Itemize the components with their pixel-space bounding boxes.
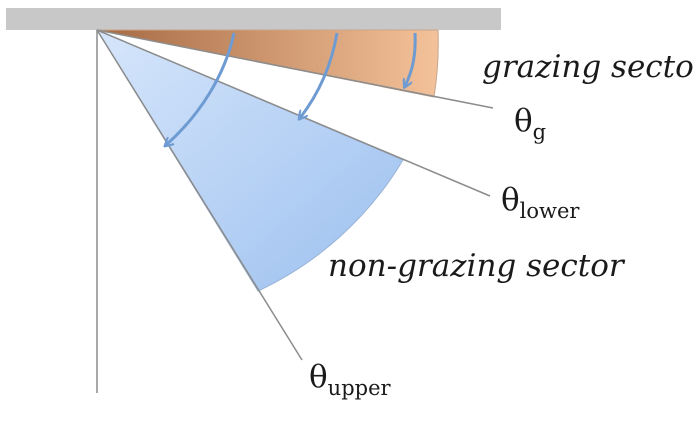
theta-upper-symbol: θ <box>309 359 328 395</box>
rotation-arrow-1 <box>166 32 236 145</box>
non-grazing-sector <box>95 28 404 292</box>
theta-g-line <box>96 29 494 109</box>
non-grazing-sector-label: non-grazing sector <box>328 248 626 284</box>
theta-upper-label: θupper <box>309 359 392 400</box>
theta-g-subscript: g <box>533 120 546 144</box>
theta-g-symbol: θ <box>514 103 533 139</box>
theta-lower-line <box>96 29 491 197</box>
theta-upper-line <box>96 29 303 361</box>
grazing-sector-label: grazing sector <box>482 49 694 85</box>
surface-bar <box>6 8 501 30</box>
rotation-arrow-2 <box>300 32 339 118</box>
theta-lower-label: θlower <box>501 182 580 223</box>
rotation-arrow-3 <box>405 32 417 86</box>
theta-g-label: θg <box>514 103 546 144</box>
theta-lower-symbol: θ <box>501 182 520 218</box>
theta-lower-subscript: lower <box>520 199 581 223</box>
theta-upper-subscript: upper <box>328 376 392 400</box>
